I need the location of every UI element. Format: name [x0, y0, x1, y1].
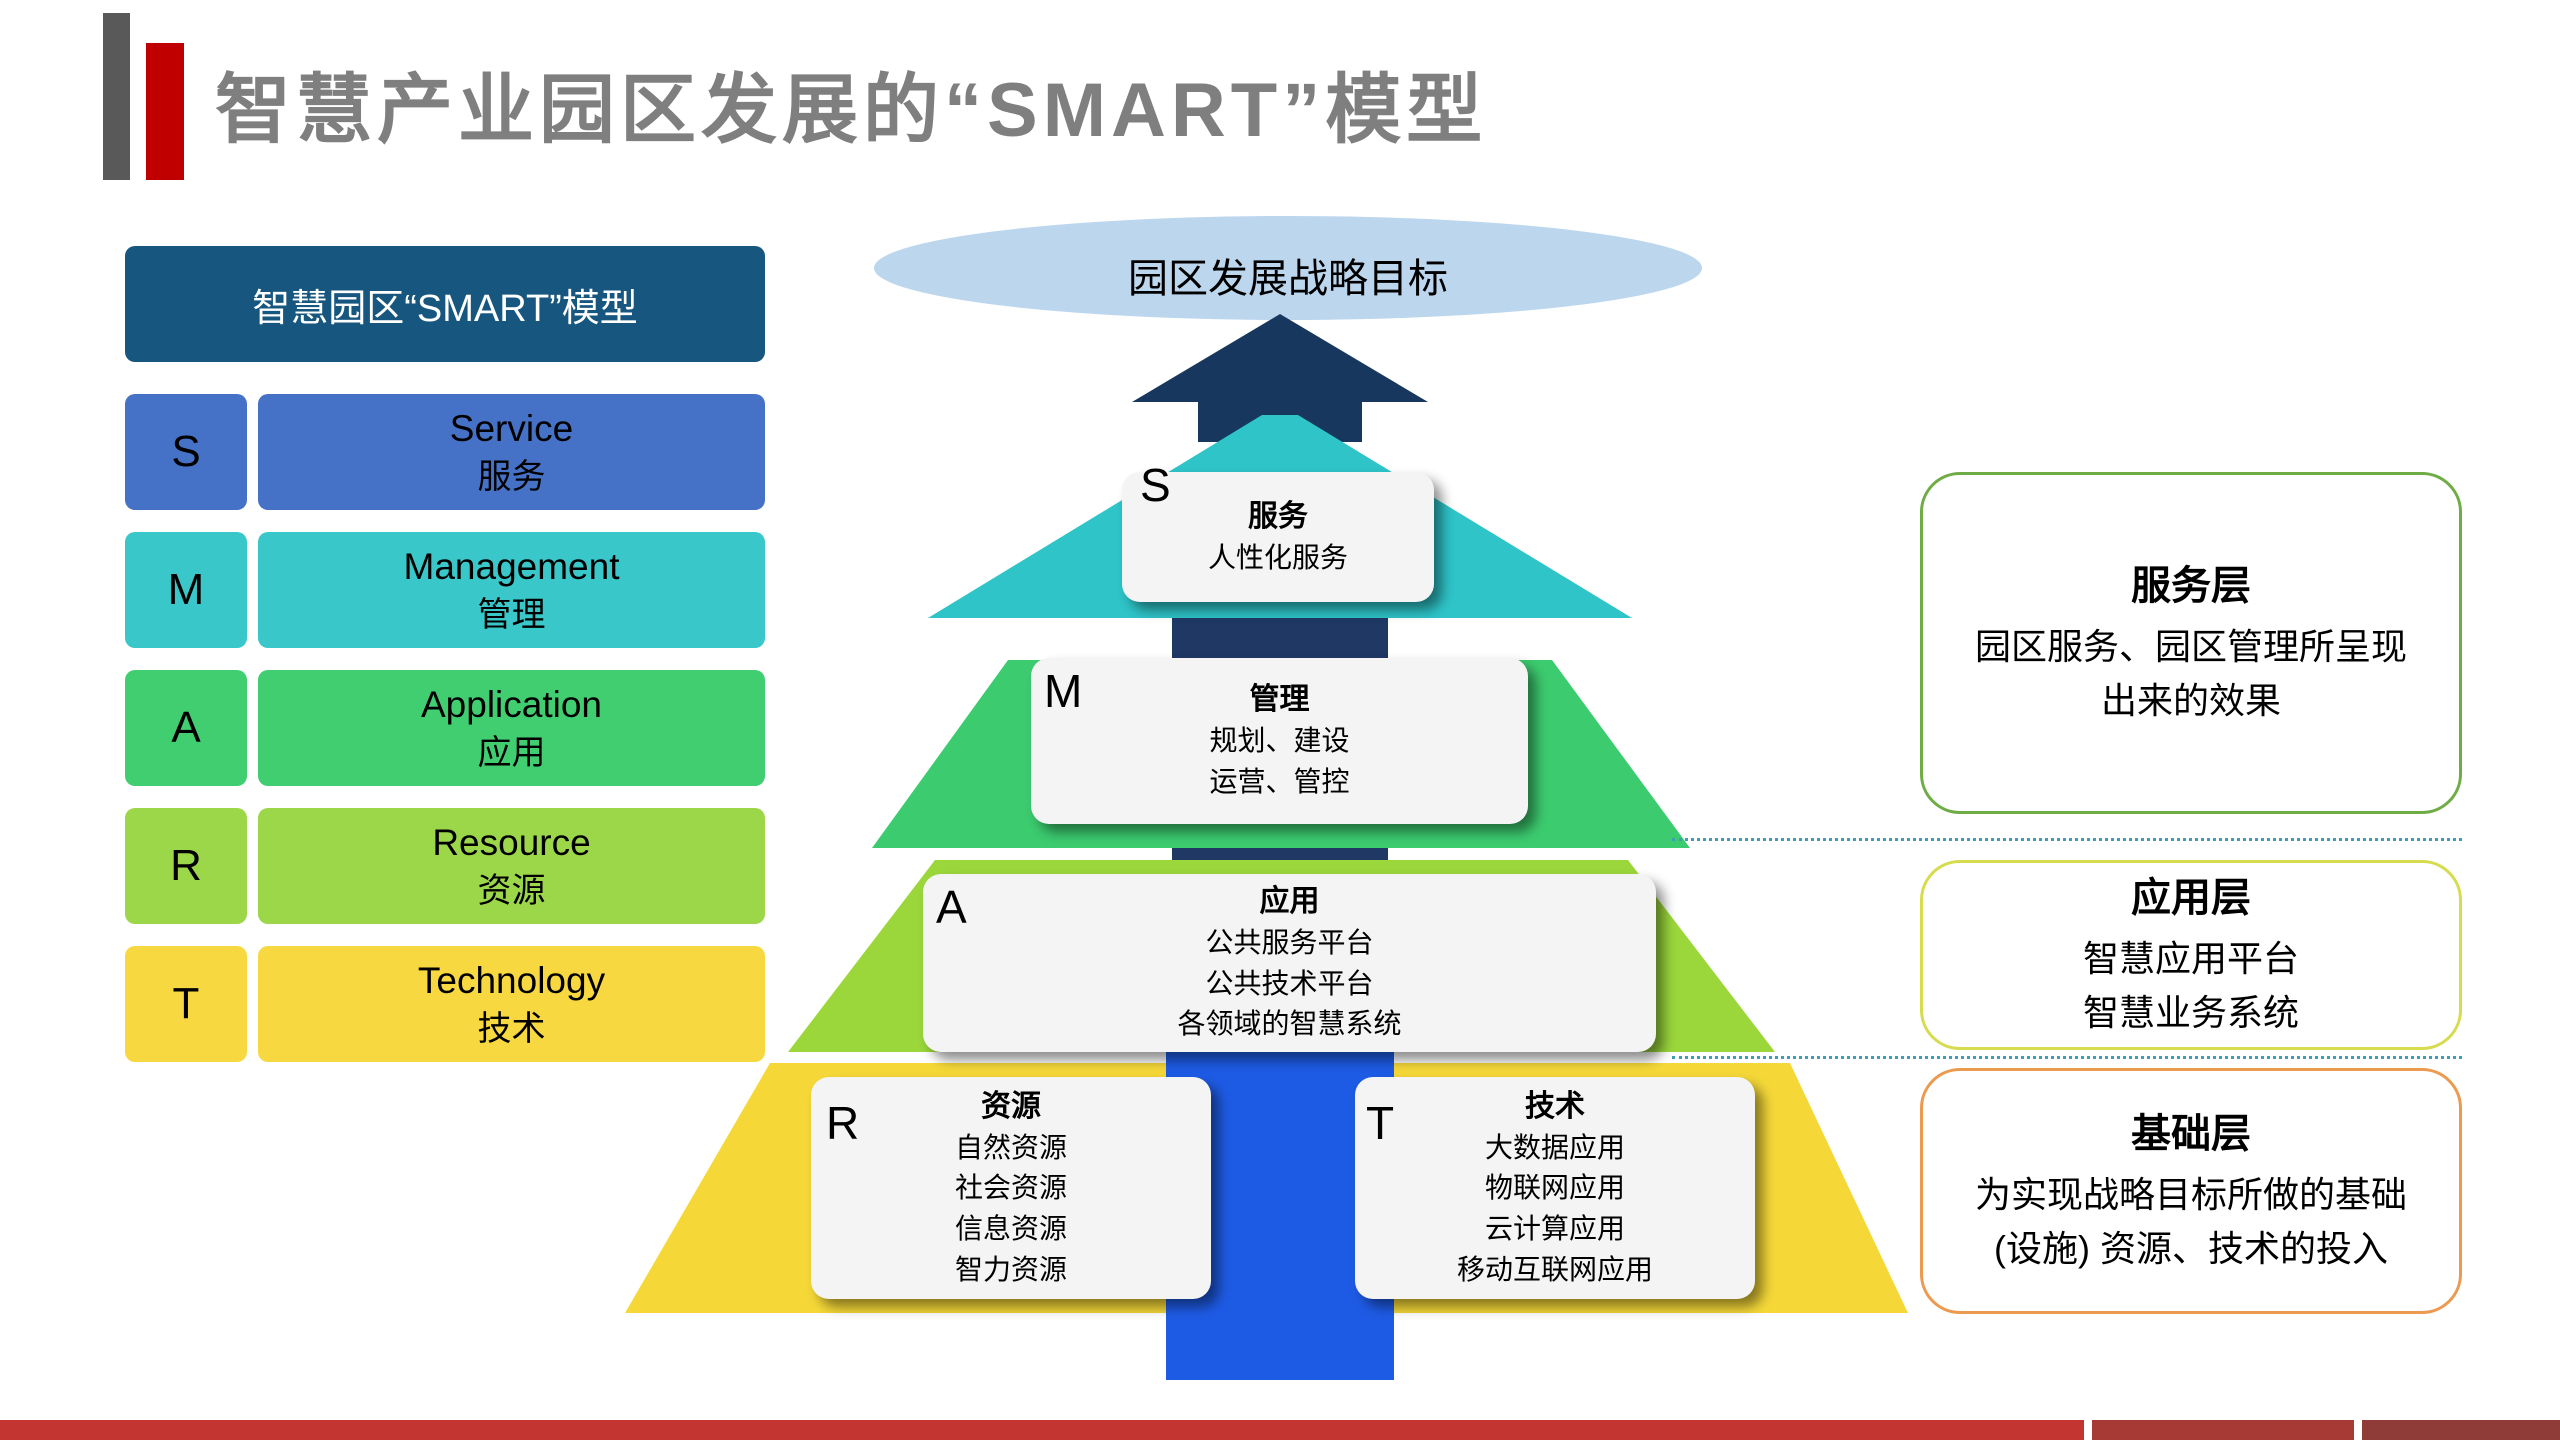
pyramid-box-line: 运营、管控: [1209, 766, 1350, 797]
legend-row-service: S Service 服务: [125, 394, 765, 510]
legend-label-resource: Resource 资源: [258, 808, 765, 924]
legend-label-technology: Technology 技术: [258, 946, 765, 1062]
legend-label-en: Application: [420, 683, 602, 725]
legend-letter-t: T: [125, 946, 247, 1062]
pyramid-box-line: 智力资源: [954, 1253, 1067, 1285]
title-accent-bar-red: [146, 43, 184, 180]
dotted-separator-1: [1672, 838, 2462, 841]
pyramid-letter-m: M: [1044, 665, 1083, 717]
dotted-separator-2: [1672, 1056, 2462, 1059]
annotation-title: 基础层: [2131, 1112, 2251, 1156]
pyramid-box-line: 社会资源: [954, 1172, 1067, 1204]
legend-label-zh: 服务: [477, 457, 546, 496]
pyramid-box-line: 大数据应用: [1484, 1131, 1625, 1163]
annotation-service-layer: 服务层 园区服务、园区管理所呈现 出来的效果: [1920, 472, 2462, 814]
pyramid-box-title: 管理: [1249, 683, 1310, 717]
legend-label-en: Management: [403, 545, 620, 587]
legend-letter-m: M: [125, 532, 247, 648]
legend-label-zh: 应用: [477, 733, 546, 772]
pyramid-box-line: 公共技术平台: [1205, 967, 1374, 999]
footer-bar-segment-1: [0, 1420, 2084, 1440]
pyramid-box-service: 服务 人性化服务: [1122, 472, 1434, 602]
pyramid-letter-r: R: [826, 1097, 860, 1149]
pyramid-box-line: 各领域的智慧系统: [1177, 1008, 1402, 1040]
pyramid-box-title: 资源: [981, 1089, 1041, 1123]
pyramid-box-title: 技术: [1525, 1089, 1585, 1123]
annotation-line: 智慧业务系统: [2082, 992, 2299, 1033]
annotation-line: 园区服务、园区管理所呈现: [1974, 626, 2407, 667]
legend-label-zh: 管理: [477, 595, 546, 634]
legend-label-application: Application 应用: [258, 670, 765, 786]
pyramid-box-line: 公共服务平台: [1205, 927, 1374, 959]
legend-letter-r: R: [125, 808, 247, 924]
goal-label: 园区发展战略目标: [1128, 257, 1448, 301]
legend-row-technology: T Technology 技术: [125, 946, 765, 1062]
pyramid-box-line: 人性化服务: [1207, 541, 1348, 573]
pyramid-box-technology: 技术 大数据应用 物联网应用 云计算应用 移动互联网应用: [1355, 1077, 1755, 1299]
legend-letter-s: S: [125, 394, 247, 510]
slide-title: 智慧产业园区发展的“SMART”模型: [215, 68, 1488, 153]
annotation-title: 应用层: [2131, 876, 2251, 920]
legend-row-management: M Management 管理: [125, 532, 765, 648]
pyramid-box-line: 信息资源: [954, 1213, 1067, 1244]
annotation-application-layer: 应用层 智慧应用平台 智慧业务系统: [1920, 860, 2462, 1050]
annotation-line: 智慧应用平台: [2082, 938, 2299, 979]
legend-label-zh: 资源: [477, 871, 546, 910]
annotation-line: (设施) 资源、技术的投入: [1994, 1228, 2388, 1269]
pyramid-box-management: 管理 规划、建设 运营、管控: [1031, 658, 1528, 824]
pyramid-box-line: 自然资源: [954, 1131, 1067, 1163]
pyramid-box-title: 应用: [1259, 885, 1320, 919]
pyramid-box-resource: 资源 自然资源 社会资源 信息资源 智力资源: [811, 1077, 1211, 1299]
goal-ellipse: [874, 216, 1702, 320]
legend-row-resource: R Resource 资源: [125, 808, 765, 924]
legend-label-en: Service: [449, 407, 574, 449]
pyramid-letter-t: T: [1366, 1097, 1395, 1149]
legend-label-zh: 技术: [477, 1009, 546, 1048]
pyramid-box-line: 移动互联网应用: [1456, 1253, 1653, 1285]
pyramid-letter-a: A: [936, 881, 967, 933]
pyramid-box-line: 规划、建设: [1209, 725, 1350, 757]
annotation-line: 为实现战略目标所做的基础: [1974, 1174, 2407, 1215]
footer-bar-segment-3: [2362, 1420, 2560, 1440]
pyramid-box-title: 服务: [1248, 499, 1308, 533]
legend-label-en: Resource: [432, 821, 591, 863]
annotation-line: 出来的效果: [2100, 680, 2281, 721]
annotation-title: 服务层: [2131, 564, 2251, 608]
legend-row-application: A Application 应用: [125, 670, 765, 786]
pyramid-box-line: 物联网应用: [1484, 1172, 1625, 1204]
legend-label-service: Service 服务: [258, 394, 765, 510]
annotation-base-layer: 基础层 为实现战略目标所做的基础 (设施) 资源、技术的投入: [1920, 1068, 2462, 1314]
pyramid-letter-s: S: [1140, 459, 1171, 511]
up-arrow-icon: [1132, 314, 1428, 442]
legend-label-management: Management 管理: [258, 532, 765, 648]
pyramid-box-line: 云计算应用: [1484, 1213, 1625, 1244]
footer-bar-segment-2: [2092, 1420, 2354, 1440]
title-accent-bar-gray: [103, 13, 130, 180]
legend-label-en: Technology: [417, 959, 606, 1001]
pyramid-box-application: 应用 公共服务平台 公共技术平台 各领域的智慧系统: [923, 874, 1656, 1052]
legend-letter-a: A: [125, 670, 247, 786]
legend-header: 智慧园区“SMART”模型: [125, 246, 765, 362]
